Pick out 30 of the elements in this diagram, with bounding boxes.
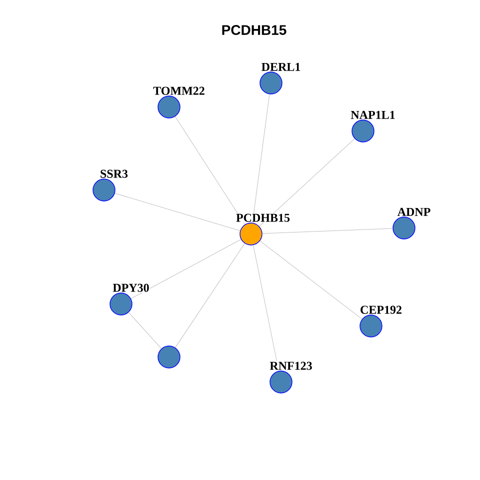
- node-label: DERL1: [260, 62, 302, 72]
- node-label: CEP192: [359, 305, 403, 314]
- edge-line: [175, 243, 245, 348]
- network-node: [158, 96, 180, 118]
- edge-line: [114, 193, 240, 231]
- network-node: [158, 346, 180, 368]
- edge-line: [259, 138, 355, 227]
- edge-line: [252, 94, 270, 223]
- network-node: [270, 370, 292, 394]
- network-node: [110, 292, 132, 316]
- node-label: SSR3: [99, 169, 129, 178]
- edge-line: [174, 116, 246, 225]
- network-node: [240, 222, 262, 246]
- edge-line: [130, 239, 242, 299]
- node-label: DPY30: [112, 283, 150, 292]
- node-label: ADNP: [396, 207, 432, 216]
- title: PCDHB15: [222, 25, 286, 35]
- network-node: [92, 178, 116, 202]
- network-node: [360, 314, 382, 338]
- node-label: PCDHB15: [235, 213, 291, 222]
- node-label: RNF123: [269, 361, 313, 370]
- edge-line: [253, 244, 279, 372]
- network-node: [352, 120, 374, 142]
- edge-line: [262, 228, 393, 234]
- edge-line: [260, 240, 362, 320]
- edge-line: [128, 312, 162, 349]
- node-label: NAP1L1: [350, 110, 396, 120]
- node-label: TOMM22: [152, 86, 206, 96]
- network-node: [260, 72, 282, 94]
- network-node: [392, 216, 416, 240]
